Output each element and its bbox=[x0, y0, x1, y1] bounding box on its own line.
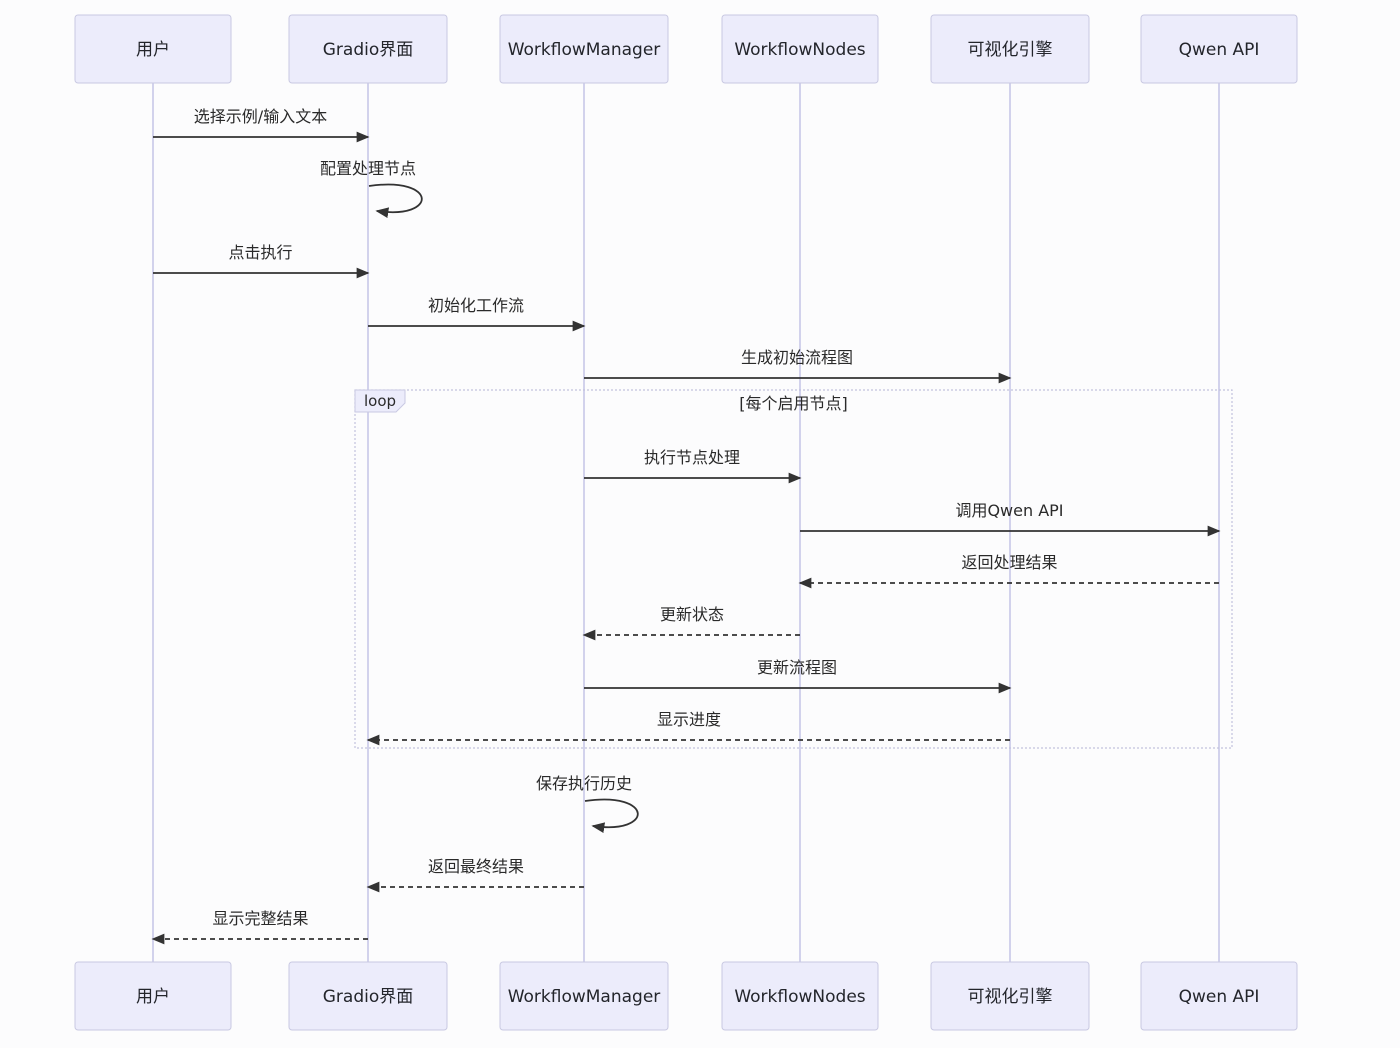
actor-label: 用户 bbox=[136, 40, 170, 60]
actor-label: Qwen API bbox=[1179, 987, 1260, 1007]
message-label: 选择示例/输入文本 bbox=[194, 107, 327, 126]
loop-label-tab bbox=[354, 389, 406, 413]
message-label: 初始化工作流 bbox=[428, 296, 524, 315]
message-label: 生成初始流程图 bbox=[741, 348, 853, 367]
actor-box-bottom bbox=[721, 961, 879, 1031]
message-label: 更新状态 bbox=[660, 605, 724, 624]
message-label: 显示完整结果 bbox=[212, 909, 308, 928]
actor-box-top bbox=[1140, 14, 1298, 84]
actor-box-bottom bbox=[1140, 961, 1298, 1031]
actor-box-bottom bbox=[288, 961, 448, 1031]
actor-label: WorkflowManager bbox=[508, 40, 661, 60]
message-label: 执行节点处理 bbox=[644, 448, 740, 467]
message-label: 返回最终结果 bbox=[428, 857, 524, 876]
actor-label: Gradio界面 bbox=[323, 987, 414, 1007]
message-label: 保存执行历史 bbox=[536, 774, 632, 793]
actor-box-top bbox=[499, 14, 669, 84]
actor-label: WorkflowManager bbox=[508, 987, 661, 1007]
actor-box-bottom bbox=[930, 961, 1090, 1031]
loop-frame bbox=[354, 389, 1233, 749]
actor-box-bottom bbox=[499, 961, 669, 1031]
actor-label: 用户 bbox=[136, 987, 170, 1007]
actor-label: WorkflowNodes bbox=[734, 987, 865, 1007]
loop-keyword: loop bbox=[364, 392, 396, 410]
loop-condition: [每个启用节点] bbox=[739, 394, 848, 413]
actor-box-top bbox=[721, 14, 879, 84]
actor-label: WorkflowNodes bbox=[734, 40, 865, 60]
actor-box-top bbox=[74, 14, 232, 84]
message-label: 点击执行 bbox=[228, 243, 292, 262]
actor-label: Qwen API bbox=[1179, 40, 1260, 60]
message-label: 返回处理结果 bbox=[961, 553, 1057, 572]
message-label: 配置处理节点 bbox=[320, 159, 416, 178]
self-message-arrow bbox=[584, 798, 639, 834]
actor-label: 可视化引擎 bbox=[968, 40, 1053, 60]
self-message-arrow bbox=[368, 183, 423, 219]
actor-box-bottom bbox=[74, 961, 232, 1031]
actor-label: Gradio界面 bbox=[323, 40, 414, 60]
message-label: 更新流程图 bbox=[757, 658, 837, 677]
actor-box-top bbox=[288, 14, 448, 84]
message-label: 显示进度 bbox=[657, 710, 721, 729]
actor-box-top bbox=[930, 14, 1090, 84]
actor-label: 可视化引擎 bbox=[968, 987, 1053, 1007]
message-label: 调用Qwen API bbox=[955, 501, 1063, 520]
